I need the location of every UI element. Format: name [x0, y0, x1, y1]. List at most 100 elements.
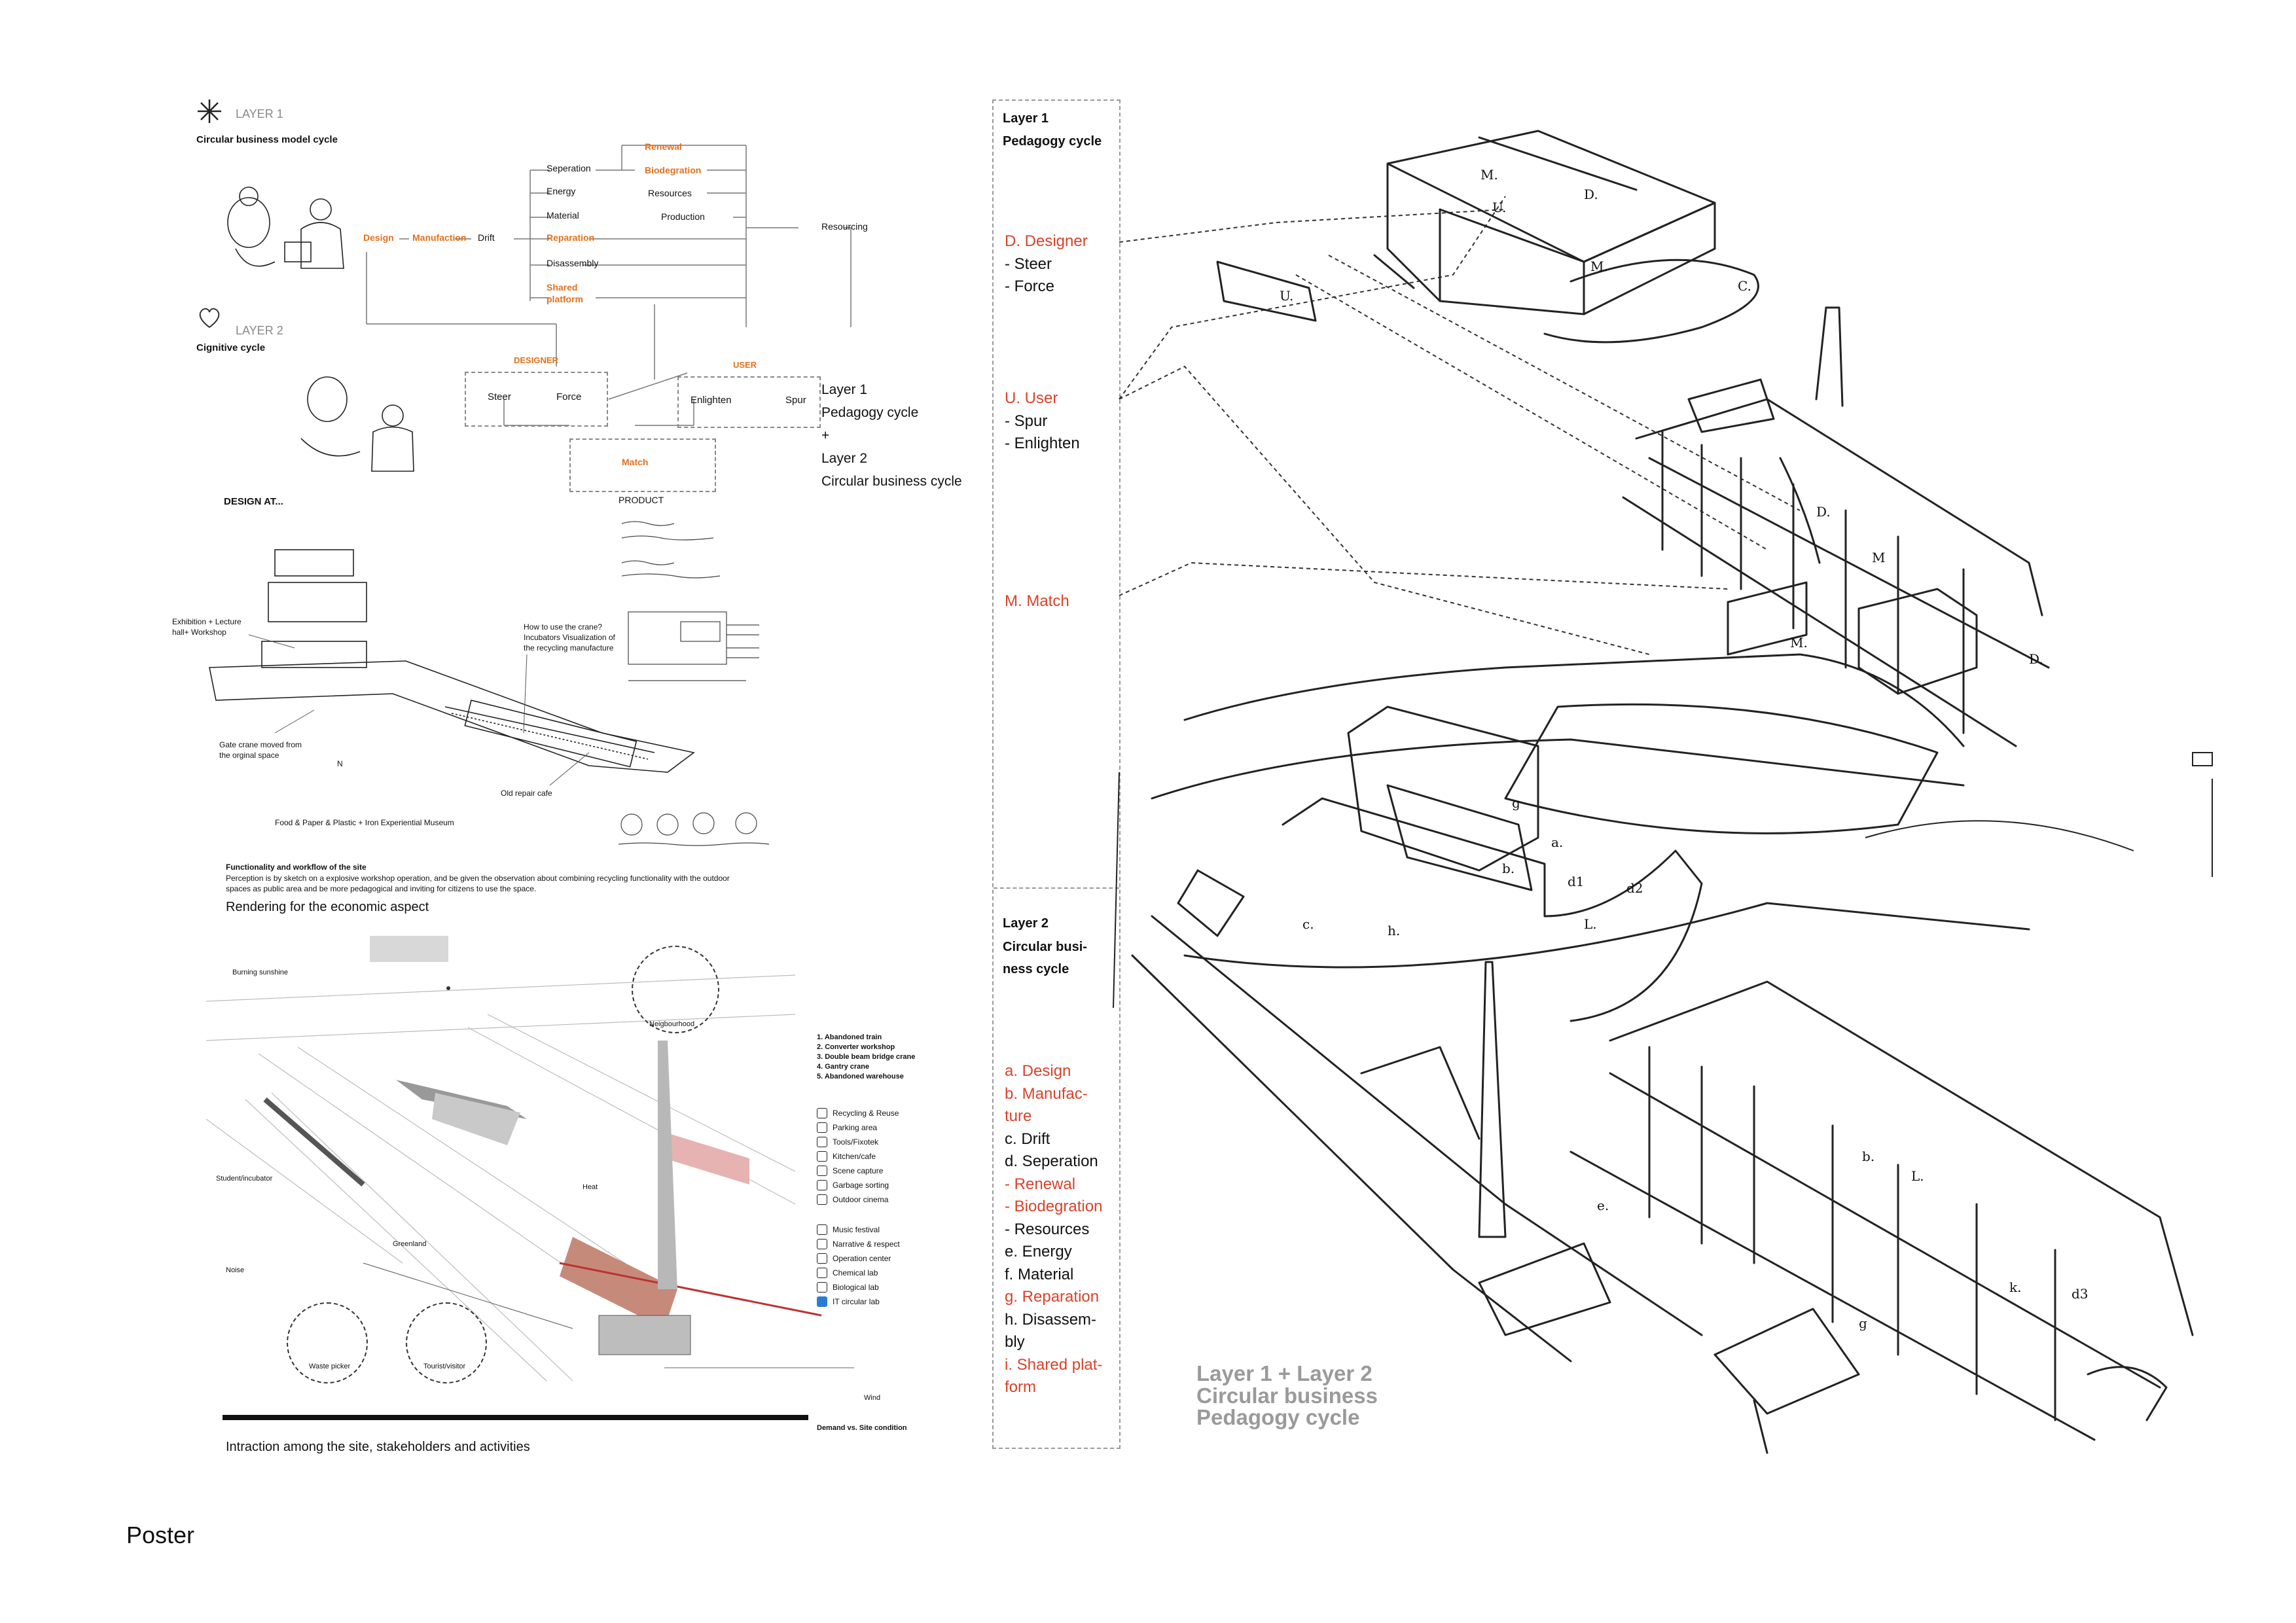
interaction-caption: Intraction among the site, stakeholders … — [226, 1440, 530, 1454]
sketch-letter: k. — [2009, 1279, 2022, 1295]
sketch-letter: h. — [1388, 923, 1401, 938]
panel-list-item: e. Energy — [1005, 1243, 1072, 1260]
note-gate-crane: Gate crane moved from the orginal space — [219, 740, 302, 760]
snowflake-icon — [198, 99, 221, 123]
sketch-letter: M. — [1590, 259, 1608, 274]
legend-item: Recycling & Reuse — [817, 1106, 899, 1120]
render-list: 1. Abandoned train 2. Converter workshop… — [817, 1033, 915, 1082]
flow-manufaction: Manufaction — [412, 232, 467, 243]
panel-spur: - Spur — [1005, 412, 1048, 430]
sketch-letter: U. — [1280, 288, 1294, 304]
panel-list-item: b. Manufac- — [1005, 1084, 1088, 1103]
render-list-item: 1. Abandoned train — [817, 1033, 882, 1041]
render-list-item: 4. Gantry crane — [817, 1063, 870, 1071]
note-museum: Food & Paper & Plastic + Iron Experienti… — [275, 818, 454, 827]
panel-list-item: form — [1005, 1378, 1036, 1396]
middle-panel — [992, 99, 1121, 1449]
handwritten-notes — [618, 521, 770, 846]
parking-icon — [817, 1122, 827, 1133]
flow-designer-label: DESIGNER — [514, 355, 558, 365]
label-noise: Noise — [226, 1266, 245, 1274]
sketch-letter: M. — [1480, 167, 1498, 183]
flow-resources: Resources — [648, 188, 692, 198]
panel-list-item: g. Reparation — [1005, 1288, 1100, 1306]
panel-user: U. User — [1005, 389, 1058, 407]
layer2-title: LAYER 2 — [236, 324, 283, 337]
camera-icon — [817, 1166, 827, 1176]
legend-item: IT circular lab — [817, 1294, 900, 1309]
note-repair: Old repair cafe — [501, 789, 552, 798]
legend-item: Garbage sorting — [817, 1178, 899, 1192]
flow-spur: Spur — [785, 395, 806, 406]
panel-l2-sub-2: ness cycle — [1003, 962, 1069, 976]
panel-list-item: f. Material — [1005, 1265, 1074, 1283]
sketch-letter: M. — [1790, 635, 1808, 651]
layer2-subtitle: Cignitive cycle — [196, 342, 266, 353]
functionality-body: Perception is by sketch on a explosive w… — [226, 874, 730, 894]
match-box — [569, 438, 716, 492]
sketch-letter: M — [1872, 550, 1886, 565]
legend-item: Kitchen/cafe — [817, 1149, 899, 1164]
legend-item: Operation center — [817, 1251, 900, 1266]
flow-design: Design — [363, 232, 394, 243]
people-sketch-2 — [300, 376, 414, 472]
render-list-item: 3. Double beam bridge crane — [817, 1053, 916, 1061]
label-heat: Heat — [583, 1183, 598, 1191]
panel-l2-sub-1: Circular busi- — [1003, 940, 1087, 954]
music-icon — [817, 1224, 827, 1235]
panel-list-item: bly — [1005, 1333, 1025, 1351]
flow-resourcing: Resourcing — [821, 221, 868, 232]
branch-seperation: Seperation — [547, 163, 591, 173]
branch-shared-platform: Shared platform — [547, 282, 583, 305]
sketch-caption-3: Pedagogy cycle — [1196, 1405, 1360, 1430]
sketch-caption: Layer 1 + Layer 2 Circular business Peda… — [1196, 1363, 1378, 1429]
panel-list-item: - Biodegration — [1005, 1198, 1103, 1215]
panel-list-item: h. Disassem- — [1005, 1310, 1097, 1329]
sketch-letter: D. — [1816, 504, 1831, 520]
legend-item: Music festival — [817, 1222, 900, 1237]
panel-list-item: c. Drift — [1005, 1130, 1050, 1148]
panel-list-item: - Resources — [1005, 1220, 1090, 1238]
branch-material: Material — [547, 210, 579, 221]
functionality-block: Functionality and workflow of the site P… — [226, 863, 736, 894]
site-sketch — [209, 549, 695, 786]
panel-divider — [994, 887, 1119, 889]
legend-item: Tools/Fixotek — [817, 1135, 899, 1149]
label-sunshine: Burning sunshine — [232, 969, 289, 976]
sketch-letter: e. — [1597, 1198, 1609, 1213]
sketch-letter: L. — [1911, 1168, 1924, 1184]
panel-force: - Force — [1005, 277, 1055, 295]
panel-list-item: d. Seperation — [1005, 1152, 1098, 1170]
legend-item: Parking area — [817, 1120, 899, 1135]
flow-steer: Steer — [488, 391, 511, 402]
flow-match: Match — [622, 457, 649, 467]
tools-icon — [817, 1137, 827, 1147]
flow-enlighten: Enlighten — [691, 395, 732, 406]
branch-energy: Energy — [547, 186, 576, 196]
legend-b: Music festival Narrative & respect Opera… — [817, 1222, 900, 1309]
sketch-letter: b. — [1862, 1149, 1875, 1164]
chemical-icon — [817, 1268, 827, 1278]
render-list-item: 5. Abandoned warehouse — [817, 1073, 904, 1080]
render-list-item: 2. Converter workshop — [817, 1043, 895, 1051]
it-lab-icon — [817, 1296, 827, 1307]
flow-product: PRODUCT — [619, 495, 664, 505]
sketch-caption-1: Layer 1 + Layer 2 — [1196, 1361, 1372, 1385]
legend-item: Biological lab — [817, 1280, 900, 1294]
panel-list-item: - Renewal — [1005, 1175, 1076, 1193]
neighbourhood-label: Neigbourhood — [649, 1020, 695, 1028]
sketch-letter: L. — [1584, 916, 1597, 932]
sketch-letter: D. — [1584, 187, 1598, 202]
note-north: N — [337, 759, 343, 768]
sketch-letter: d1 — [1568, 874, 1585, 889]
sketch-letter: g — [1859, 1315, 1867, 1331]
note-l2b: Circular business cycle — [821, 474, 962, 489]
panel-l1-sub: Pedagogy cycle — [1003, 134, 1102, 149]
recycle-icon — [817, 1108, 827, 1118]
flow-connectors — [366, 145, 852, 426]
sketch-letter: d2 — [1626, 880, 1643, 896]
note-plus: + — [821, 428, 830, 443]
sketch-letter: c. — [1302, 916, 1314, 932]
panel-list-item: i. Shared plat- — [1005, 1355, 1103, 1374]
note-l2: Layer 2 — [821, 451, 868, 466]
